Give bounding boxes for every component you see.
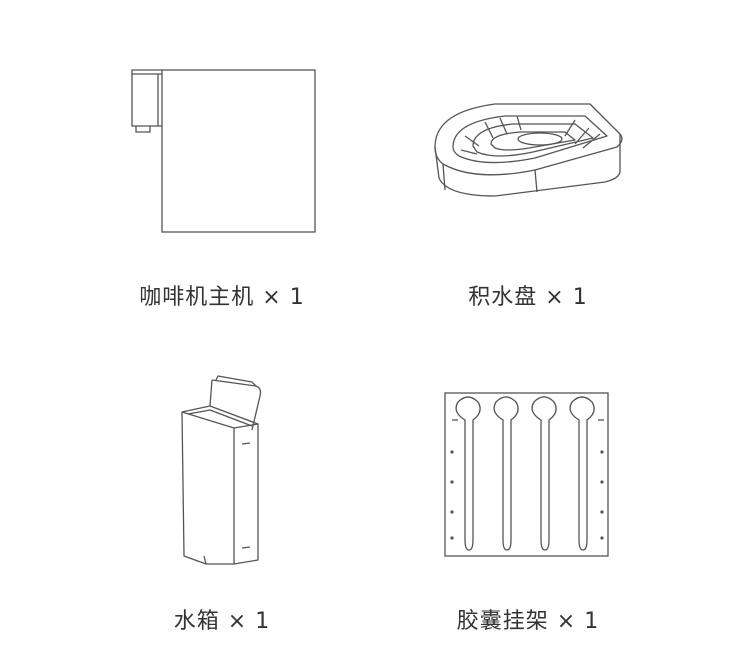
water-tank-icon	[170, 370, 280, 575]
item-label: 积水盘 × 1	[468, 285, 588, 310]
drip-tray-icon	[425, 92, 625, 207]
capsule-rack-icon	[440, 390, 615, 565]
item-label: 水箱 × 1	[173, 609, 271, 634]
item-label: 胶囊挂架 × 1	[456, 609, 600, 634]
coffee-machine-icon	[120, 60, 330, 245]
item-label: 咖啡机主机 × 1	[139, 285, 305, 310]
